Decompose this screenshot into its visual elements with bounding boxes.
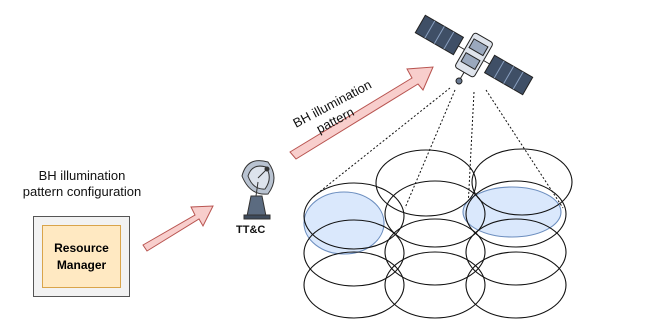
- beam-cell: [465, 180, 567, 248]
- pattern-configuration-line2: pattern configuration: [22, 184, 142, 199]
- pattern-configuration-label: BH illumination pattern configuration: [2, 168, 162, 200]
- beam-illuminated-1: [303, 191, 385, 255]
- satellite-icon: [414, 14, 534, 96]
- beam-cell: [375, 149, 477, 217]
- beam-cell: [303, 182, 405, 250]
- beam-cell: [384, 251, 486, 319]
- ttc-label: TT&C: [236, 224, 266, 236]
- resource-manager-container: Resource Manager: [33, 216, 130, 297]
- beam-cells: [303, 148, 573, 319]
- beam-cell: [465, 251, 567, 319]
- beam-cell: [384, 180, 486, 248]
- pattern-configuration-line1: BH illumination: [38, 168, 126, 183]
- beam-cell: [471, 148, 573, 216]
- beam-cell: [465, 218, 567, 286]
- config-to-ttc-arrow: [142, 205, 214, 252]
- beam-projection-lines: [312, 87, 564, 209]
- beam-cell: [303, 219, 405, 287]
- satellite-dish-icon: [241, 160, 275, 220]
- beam-cell: [384, 218, 486, 286]
- resource-manager-box: Resource Manager: [42, 225, 121, 288]
- resource-manager-line2: Manager: [56, 257, 107, 272]
- resource-manager-line1: Resource: [54, 240, 109, 255]
- beam-cell: [303, 251, 405, 319]
- ttc-to-satellite-arrow: [289, 66, 434, 160]
